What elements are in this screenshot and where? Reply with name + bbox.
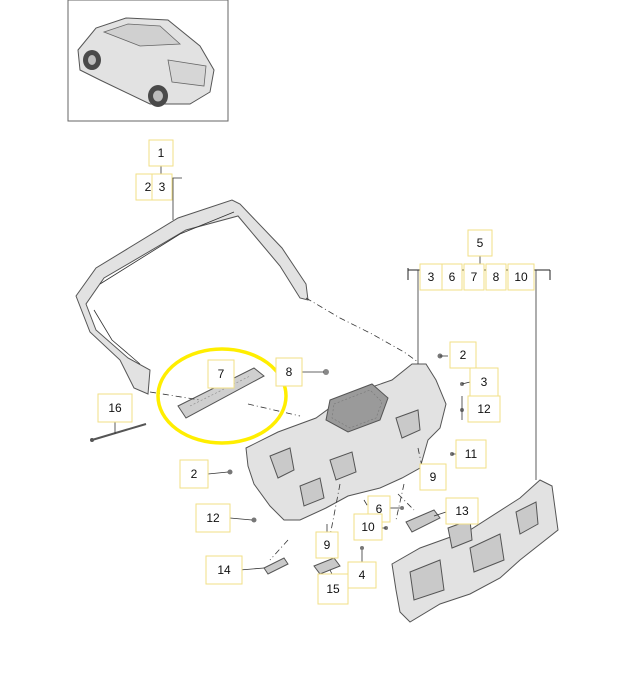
callout-11: 11	[455, 439, 487, 469]
callout-9-right: 9	[419, 463, 447, 491]
svg-text:6: 6	[449, 270, 456, 284]
callout-1b: 3	[151, 173, 173, 201]
svg-text:15: 15	[326, 582, 340, 596]
callout-8: 8	[275, 357, 303, 387]
part-14-strip	[263, 557, 289, 575]
callout-5c: 7	[463, 263, 485, 291]
svg-text:13: 13	[455, 504, 469, 518]
svg-text:1: 1	[158, 146, 165, 160]
callout-5b: 6	[441, 263, 463, 291]
lower-trim-panel	[391, 479, 559, 623]
svg-text:10: 10	[514, 270, 528, 284]
callout-14: 14	[205, 555, 243, 585]
upper-frame-trim	[75, 199, 309, 395]
svg-text:2: 2	[460, 348, 467, 362]
tailgate-trim-panel	[245, 363, 447, 521]
callout-12-right: 12	[467, 395, 501, 423]
svg-text:8: 8	[493, 270, 500, 284]
assembly-lines	[149, 297, 425, 561]
callout-5d: 8	[485, 263, 507, 291]
svg-text:10: 10	[361, 520, 375, 534]
svg-text:4: 4	[359, 568, 366, 582]
svg-text:2: 2	[191, 467, 198, 481]
fasteners	[227, 353, 464, 550]
svg-text:7: 7	[471, 270, 478, 284]
svg-text:3: 3	[481, 375, 488, 389]
part-16-rod	[90, 423, 147, 442]
callout-2-right: 2	[449, 341, 477, 369]
callout-5e: 10	[507, 263, 535, 291]
svg-text:2: 2	[145, 180, 152, 194]
callout-13: 13	[445, 497, 479, 525]
callout-5: 5	[467, 229, 493, 257]
svg-text:6: 6	[376, 502, 383, 516]
svg-text:3: 3	[159, 180, 166, 194]
svg-text:12: 12	[477, 402, 491, 416]
svg-text:14: 14	[217, 563, 231, 577]
svg-text:16: 16	[108, 401, 122, 415]
vehicle-icon	[77, 17, 215, 107]
callout-10: 10	[353, 513, 383, 541]
callout-1: 1	[148, 139, 174, 167]
svg-text:5: 5	[477, 236, 484, 250]
callout-3-right: 3	[469, 367, 499, 397]
callout-4: 4	[347, 561, 377, 589]
callout-2-left: 2	[179, 459, 209, 489]
callout-9-left: 9	[315, 531, 339, 559]
callout-15: 15	[317, 573, 349, 605]
callout-16: 16	[97, 393, 133, 423]
callout-5a: 3	[419, 263, 443, 291]
part-13-bracket	[405, 509, 441, 533]
vehicle-thumbnail	[67, 0, 229, 122]
svg-text:9: 9	[324, 538, 331, 552]
part-15-clip	[313, 557, 341, 575]
highlight-ellipse	[156, 347, 288, 445]
callout-7: 7	[207, 359, 235, 389]
svg-text:3: 3	[428, 270, 435, 284]
svg-text:8: 8	[286, 365, 293, 379]
svg-text:9: 9	[430, 470, 437, 484]
svg-text:7: 7	[218, 367, 225, 381]
svg-text:12: 12	[206, 511, 220, 525]
callout-12-left: 12	[195, 503, 231, 533]
svg-text:11: 11	[465, 447, 478, 461]
